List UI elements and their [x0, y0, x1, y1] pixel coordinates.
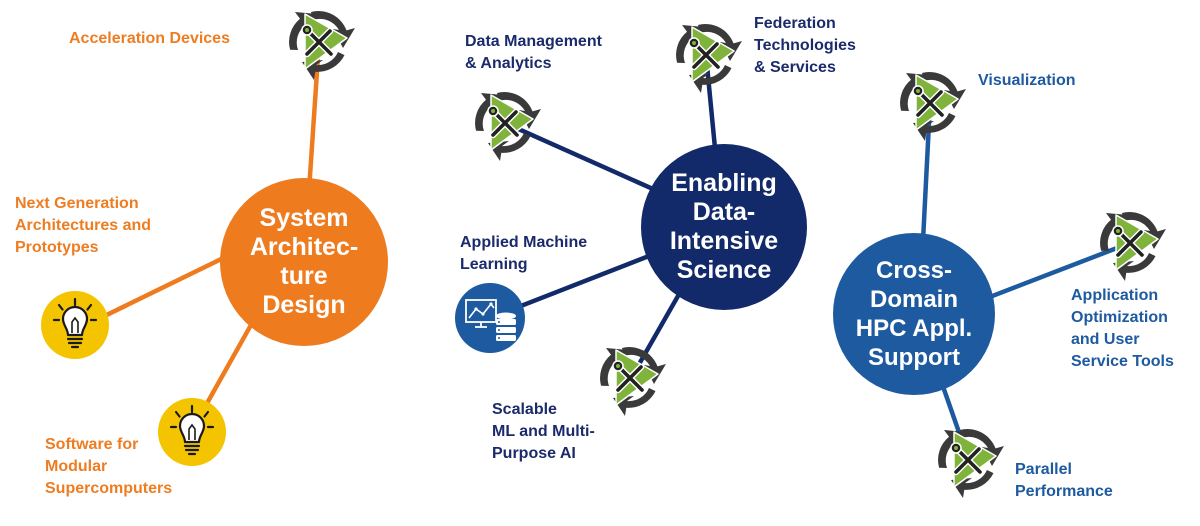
label-line: and User — [1071, 331, 1140, 348]
tools-recycle-icon — [938, 429, 1004, 498]
label-line: & Analytics — [465, 55, 552, 72]
label-line: Next Generation — [15, 195, 139, 212]
label-line: Parallel — [1015, 461, 1072, 478]
hub-label-line: Cross- — [875, 257, 953, 284]
tools-recycle-icon — [289, 11, 355, 80]
label-line: Purpose AI — [492, 445, 576, 462]
label-line: & Services — [754, 59, 836, 76]
hub-label-line: HPC Appl. — [855, 315, 973, 342]
label-line: Federation — [754, 15, 836, 32]
label-federation-technologies: Federation Technologies & Services — [754, 13, 856, 79]
label-line: Modular — [45, 458, 108, 475]
label-line: Data Management — [465, 33, 602, 50]
label-line: Acceleration Devices — [69, 30, 230, 47]
tools-recycle-icon — [1100, 212, 1166, 281]
data-analytics-icon — [454, 282, 526, 354]
hub-label-line: Design — [262, 291, 346, 319]
label-line: Supercomputers — [45, 480, 173, 497]
label-line: Service Tools — [1071, 353, 1174, 370]
hub-label-line: System — [259, 204, 349, 232]
tools-recycle-icon — [600, 347, 666, 416]
hub-label-line: Domain — [869, 286, 958, 313]
label-line: Applied Machine — [460, 234, 588, 251]
hub-system-architecture-design: System Architec- ture Design — [220, 178, 388, 346]
label-line: Optimization — [1071, 309, 1168, 326]
label-line: Technologies — [754, 37, 856, 54]
label-data-management-analytics: Data Management & Analytics — [465, 31, 602, 75]
lightbulb-icon — [39, 289, 111, 361]
label-line: Architectures and — [15, 217, 152, 234]
hub-label-line: Intensive — [669, 227, 779, 255]
label-line: Scalable — [492, 401, 557, 418]
label-scalable-ml-purpose-ai: Scalable ML and Multi- Purpose AI — [492, 399, 595, 465]
label-software-modular-supercomputers: Software for Modular Supercomputers — [45, 434, 172, 500]
label-line: Application — [1071, 287, 1159, 304]
hub-label-line: Data- — [692, 198, 756, 226]
hub-enabling-data-intensive-science: Enabling Data- Intensive Science — [641, 144, 807, 310]
hub-label-line: Enabling — [671, 169, 777, 197]
hub-label-line: Support — [868, 344, 960, 371]
hub-cross-domain-hpc-support: Cross- Domain HPC Appl. Support — [833, 233, 995, 395]
tools-recycle-icon — [900, 72, 966, 141]
label-line: Software for — [45, 436, 139, 453]
label-line: Performance — [1015, 483, 1113, 500]
label-line: Learning — [460, 256, 528, 273]
hub-label-line: Architec- — [249, 233, 359, 261]
label-next-generation-architectures: Next Generation Architectures and Protot… — [15, 193, 151, 259]
label-parallel-performance: Parallel Performance — [1015, 459, 1113, 503]
tools-recycle-icon — [676, 24, 742, 93]
label-line: ML and Multi- — [492, 423, 595, 440]
label-application-optimization: Application Optimization and User Servic… — [1071, 285, 1174, 373]
label-acceleration-devices: Acceleration Devices — [69, 28, 230, 50]
label-line: Prototypes — [15, 239, 99, 256]
hub-label-line: ture — [280, 262, 328, 290]
hub-label-line: Science — [676, 256, 772, 284]
label-applied-machine-learning: Applied Machine Learning — [460, 232, 587, 276]
label-line: Visualization — [978, 72, 1076, 89]
tools-recycle-icon — [475, 92, 541, 161]
label-visualization: Visualization — [978, 70, 1076, 92]
